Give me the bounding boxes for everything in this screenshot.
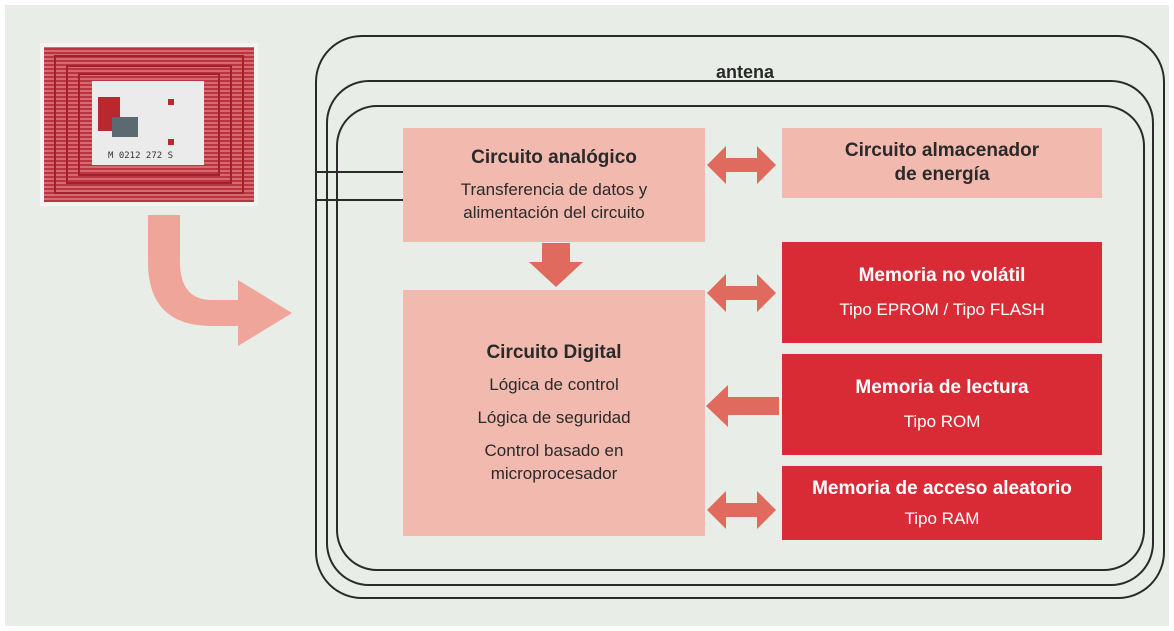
contact-pad [168,139,174,145]
read-memory-type: Tipo ROM [903,412,981,431]
random-memory-block: Memoria de acceso aleatorio Tipo RAM [782,466,1102,540]
nonvolatile-memory-type: Tipo EPROM / Tipo FLASH [839,300,1045,319]
chip-code: M 0212 272 S [108,151,174,161]
chip-die-module [112,117,138,137]
energy-storage-title-line1: Circuito almacenador [844,140,1040,161]
nonvolatile-memory-block: Memoria no volátil Tipo EPROM / Tipo FLA… [782,242,1102,343]
digital-circuit-line: Control basado en [484,441,624,460]
double-arrow-digital-nonvolatile [707,274,776,312]
analog-circuit-line: Transferencia de datos y [460,180,648,199]
nonvolatile-memory-title: Memoria no volátil [858,265,1026,286]
energy-storage-title-line2: de energía [894,164,990,185]
digital-circuit-title: Circuito Digital [486,342,622,363]
antenna-loop-inner [336,105,1145,571]
antenna-loop-middle [326,80,1154,586]
double-arrow-analog-energy [707,146,776,184]
analog-circuit-title: Circuito analógico [471,147,637,168]
read-memory-title: Memoria de lectura [855,377,1029,398]
digital-circuit-line: Lógica de control [489,375,619,394]
digital-circuit-line: Lógica de seguridad [477,408,631,427]
rfid-tag-image: M 0212 272 S [40,43,258,206]
arrow-read-memory-to-digital [706,385,779,427]
coil-ring [66,65,232,184]
analog-circuit-block: Circuito analógico Transferencia de dato… [403,128,705,242]
random-memory-type: Tipo RAM [904,508,980,528]
antenna-loop-outer [315,35,1165,599]
random-memory-title: Memoria de acceso aleatorio [812,477,1072,499]
coil-ring [54,55,244,194]
double-arrow-digital-random [707,491,776,529]
energy-storage-block: Circuito almacenador de energía [782,128,1102,198]
digital-circuit-line: microprocesador [490,464,618,483]
big-curved-arrow [148,215,292,346]
contact-pad [168,99,174,105]
read-memory-block: Memoria de lectura Tipo ROM [782,354,1102,455]
antenna-label: antena [715,62,775,82]
analog-circuit-line: alimentación del circuito [463,203,645,222]
coil-ring [78,73,220,176]
arrow-analog-to-digital [529,243,583,287]
digital-circuit-block: Circuito Digital Lógica de control Lógic… [403,290,705,536]
